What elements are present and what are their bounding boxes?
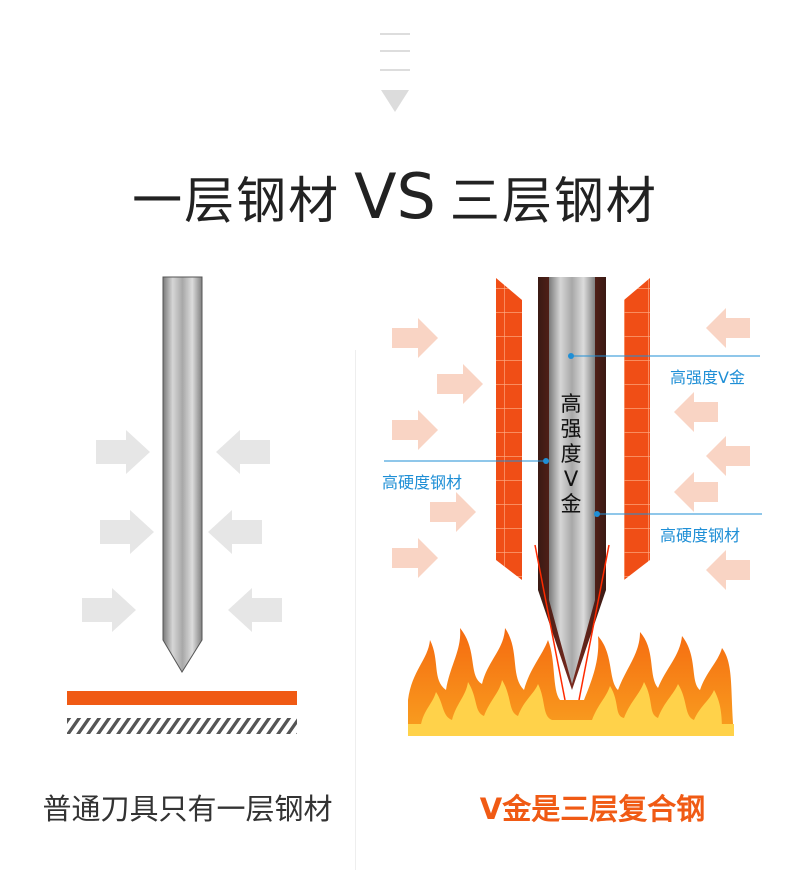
scroll-down-indicator xyxy=(380,33,410,112)
peach-arrows xyxy=(392,308,750,590)
single-layer-blade xyxy=(162,276,203,673)
center-divider xyxy=(355,350,356,870)
caption-right: V金是三层复合钢 xyxy=(479,792,706,826)
caption-left: 普通刀具只有一层钢材 xyxy=(42,792,333,826)
title-left: 一层钢材 xyxy=(132,172,341,230)
label-right-layer: 高硬度钢材 xyxy=(660,526,741,545)
flames xyxy=(408,628,734,736)
title-vs: VS xyxy=(354,160,436,233)
core-vertical-text: 高强度V金 xyxy=(560,392,582,516)
three-layer-blade xyxy=(534,277,610,701)
gray-arrows xyxy=(82,430,282,632)
outer-steel-layer-right xyxy=(624,278,650,580)
label-left-layer: 高硬度钢材 xyxy=(382,473,463,492)
label-pointers xyxy=(384,353,762,517)
surface-base xyxy=(67,691,297,734)
label-core: 高强度V金 xyxy=(670,368,745,387)
title-right: 三层钢材 xyxy=(449,172,658,230)
outer-steel-layer-left xyxy=(496,278,522,580)
